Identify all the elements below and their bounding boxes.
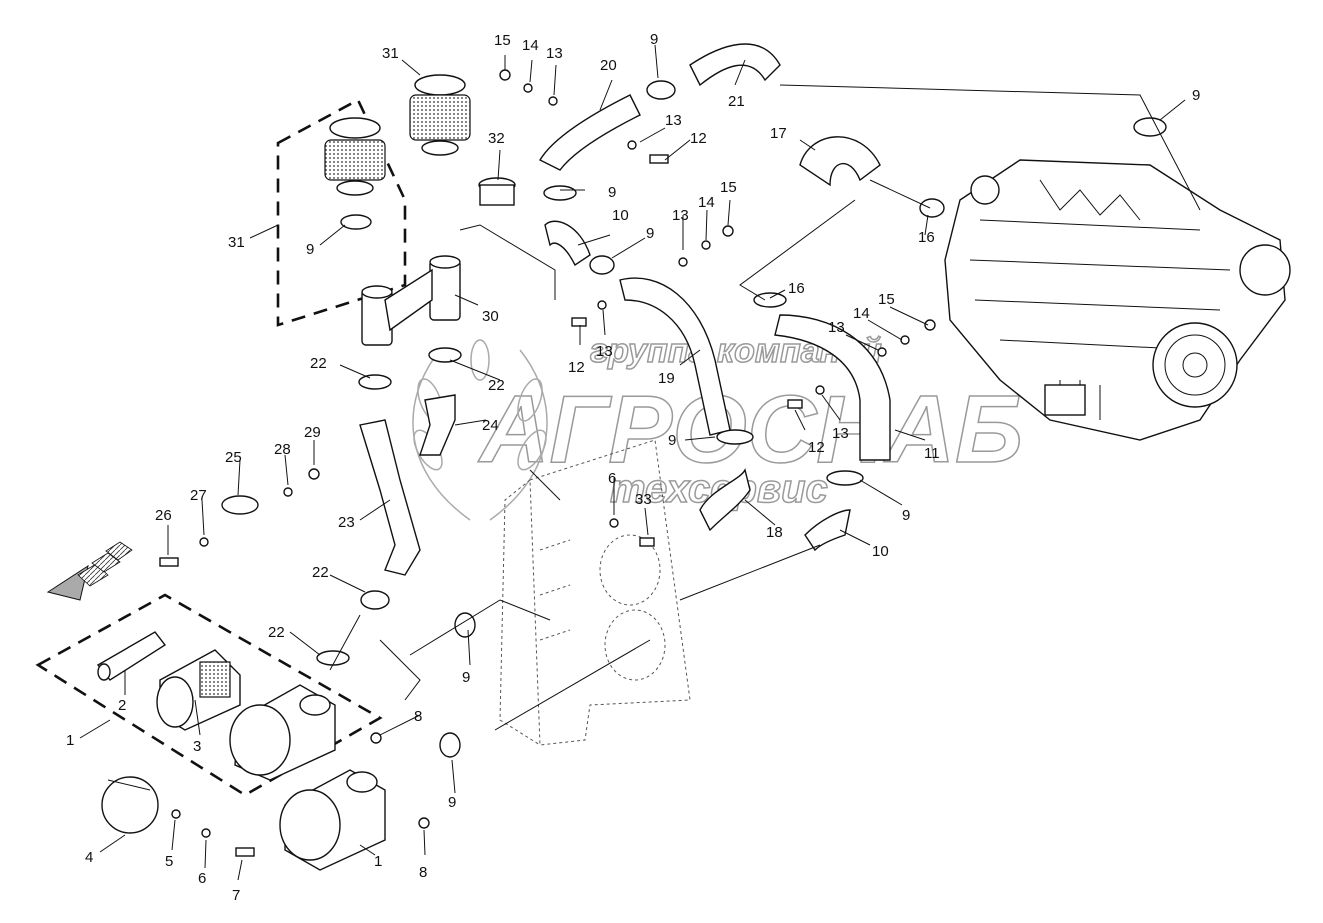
elbow-18 (699, 468, 751, 532)
engine-block (944, 159, 1291, 441)
callout-6: 6 (198, 870, 206, 887)
callout-13: 13 (596, 343, 613, 360)
callout-13: 13 (665, 112, 682, 129)
callout-19: 19 (658, 370, 675, 387)
callout-14: 14 (698, 194, 715, 211)
callout-31: 31 (228, 234, 245, 251)
callout-24: 24 (482, 417, 499, 434)
callout-8: 8 (414, 708, 422, 725)
callout-22: 22 (310, 355, 327, 372)
callout-31: 31 (382, 45, 399, 62)
callout-8: 8 (419, 864, 427, 881)
callout-27: 27 (190, 487, 207, 504)
callout-2: 2 (118, 697, 126, 714)
callout-1: 1 (66, 732, 74, 749)
elbow-10-lower (804, 509, 851, 552)
hose-23 (359, 419, 421, 576)
clamps (221, 80, 1167, 758)
air-cleaner-1-lower (279, 769, 386, 871)
callout-9: 9 (668, 432, 676, 449)
pipe-19 (619, 277, 731, 436)
callout-3: 3 (193, 738, 201, 755)
callout-16: 16 (918, 229, 935, 246)
callout-21: 21 (728, 93, 745, 110)
group-outline-31 (276, 98, 407, 327)
callout-15: 15 (878, 291, 895, 308)
callout-13: 13 (672, 207, 689, 224)
callout-9: 9 (646, 225, 654, 242)
filter-element-2 (96, 631, 167, 681)
callout-22: 22 (488, 377, 505, 394)
callout-29: 29 (304, 424, 321, 441)
callout-12: 12 (568, 359, 585, 376)
callout-18: 18 (766, 524, 783, 541)
callout-10: 10 (612, 207, 629, 224)
group-outline-1 (35, 593, 383, 797)
callout-10: 10 (872, 543, 889, 560)
direction-arrow (46, 541, 133, 601)
callout-7: 7 (232, 887, 240, 904)
callout-22: 22 (268, 624, 285, 641)
filter-element-3 (156, 649, 241, 731)
callout-33: 33 (635, 491, 652, 508)
callout-13: 13 (828, 319, 845, 336)
callout-16: 16 (788, 280, 805, 297)
callout-9: 9 (902, 507, 910, 524)
callout-9: 9 (650, 31, 658, 48)
leader-lines (79, 44, 1201, 881)
callout-30: 30 (482, 308, 499, 325)
callout-23: 23 (338, 514, 355, 531)
air-cleaner-1-upper (229, 684, 336, 781)
elbow-10-upper (544, 220, 591, 267)
callout-12: 12 (690, 130, 707, 147)
callout-12: 12 (808, 439, 825, 456)
callout-1: 1 (374, 853, 382, 870)
callout-labels: 31 31 15 14 13 9 20 21 9 32 13 12 9 17 9… (66, 31, 1200, 904)
callout-9: 9 (1192, 87, 1200, 104)
bracket-4 (101, 776, 159, 834)
callout-15: 15 (720, 179, 737, 196)
callout-26: 26 (155, 507, 172, 524)
callout-9: 9 (306, 241, 314, 258)
callout-14: 14 (522, 37, 539, 54)
fasteners (159, 69, 936, 857)
callout-13: 13 (546, 45, 563, 62)
precleaner-31-right (409, 74, 471, 156)
cabin-panel (499, 439, 691, 746)
callout-25: 25 (225, 449, 242, 466)
hose-21 (689, 43, 781, 87)
y-piece-30 (361, 255, 461, 346)
hose-24 (419, 394, 456, 456)
precleaner-31-left (324, 117, 386, 196)
callout-6: 6 (608, 470, 616, 487)
callout-20: 20 (600, 57, 617, 74)
callout-13: 13 (832, 425, 849, 442)
callout-28: 28 (274, 441, 291, 458)
callout-22: 22 (312, 564, 329, 581)
callout-9: 9 (448, 794, 456, 811)
callout-11: 11 (924, 445, 940, 462)
callout-9: 9 (462, 669, 470, 686)
callout-9: 9 (608, 184, 616, 201)
pipe-11 (774, 314, 891, 461)
callout-14: 14 (853, 305, 870, 322)
watermark-line2: АГРОСНАБ (478, 376, 1023, 483)
callout-4: 4 (85, 849, 93, 866)
callout-17: 17 (770, 125, 787, 142)
callout-32: 32 (488, 130, 505, 147)
callout-15: 15 (494, 32, 511, 49)
pipe-20 (539, 94, 641, 171)
elbow-17 (799, 136, 881, 187)
callout-5: 5 (165, 853, 173, 870)
